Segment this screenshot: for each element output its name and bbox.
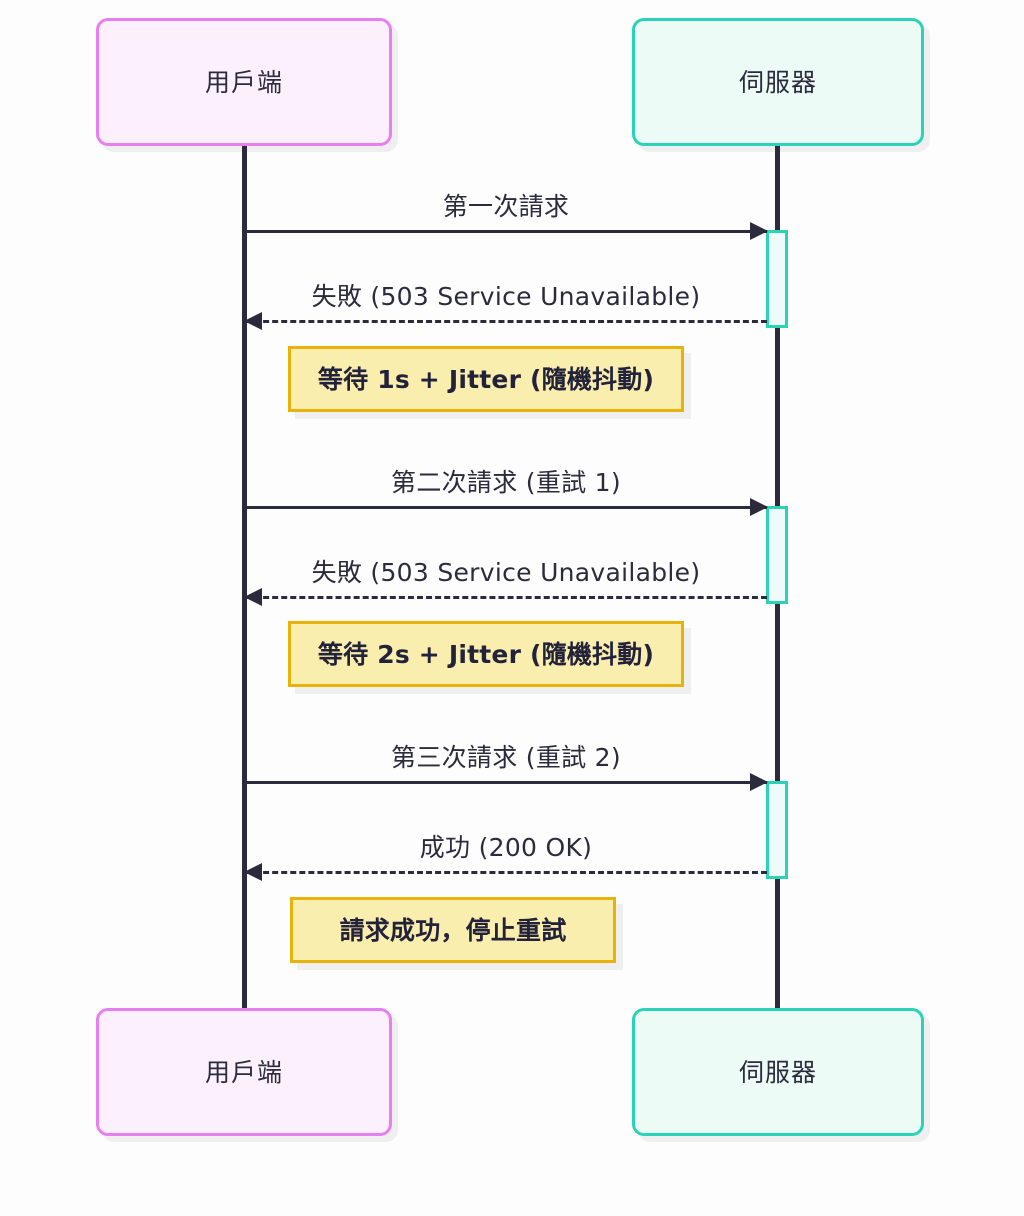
- participant-server-bottom[interactable]: 伺服器: [632, 1008, 924, 1136]
- message-line: [245, 871, 767, 874]
- arrowhead-right-icon: [750, 773, 768, 791]
- message-line: [245, 781, 767, 784]
- note-wait-2s: 等待 2s + Jitter (隨機抖動): [288, 621, 684, 687]
- message-success-label: 成功 (200 OK): [419, 833, 593, 862]
- activation-bar-server-1: [766, 230, 788, 328]
- note-wait-1s: 等待 1s + Jitter (隨機抖動): [288, 346, 684, 412]
- message-first-failure-label: 失敗 (503 Service Unavailable): [311, 282, 701, 311]
- participant-server-top-label: 伺服器: [738, 67, 817, 97]
- arrowhead-left-icon: [244, 312, 262, 330]
- note-wait-2s-label: 等待 2s + Jitter (隨機抖動): [317, 639, 655, 669]
- note-wait-1s-label: 等待 1s + Jitter (隨機抖動): [317, 364, 655, 394]
- message-second-request-label: 第二次請求 (重試 1): [391, 468, 621, 497]
- message-second-failure-label: 失敗 (503 Service Unavailable): [311, 558, 701, 587]
- message-line: [245, 506, 767, 509]
- arrowhead-left-icon: [244, 588, 262, 606]
- message-line: [245, 596, 767, 599]
- participant-server-bottom-label: 伺服器: [738, 1057, 817, 1087]
- participant-server-top[interactable]: 伺服器: [632, 18, 924, 146]
- activation-bar-server-3: [766, 781, 788, 879]
- message-third-request-label: 第三次請求 (重試 2): [391, 743, 621, 772]
- participant-client-bottom[interactable]: 用戶端: [96, 1008, 392, 1136]
- activation-bar-server-2: [766, 506, 788, 604]
- arrowhead-left-icon: [244, 863, 262, 881]
- participant-client-bottom-label: 用戶端: [204, 1057, 283, 1087]
- message-first-request-label: 第一次請求: [442, 192, 570, 221]
- arrowhead-right-icon: [750, 498, 768, 516]
- note-stop-retry: 請求成功，停止重試: [290, 897, 616, 963]
- note-stop-retry-label: 請求成功，停止重試: [339, 915, 567, 945]
- participant-client-top-label: 用戶端: [204, 67, 283, 97]
- arrowhead-right-icon: [750, 222, 768, 240]
- lifeline-client: [242, 146, 247, 1008]
- message-line: [245, 320, 767, 323]
- participant-client-top[interactable]: 用戶端: [96, 18, 392, 146]
- message-line: [245, 230, 767, 233]
